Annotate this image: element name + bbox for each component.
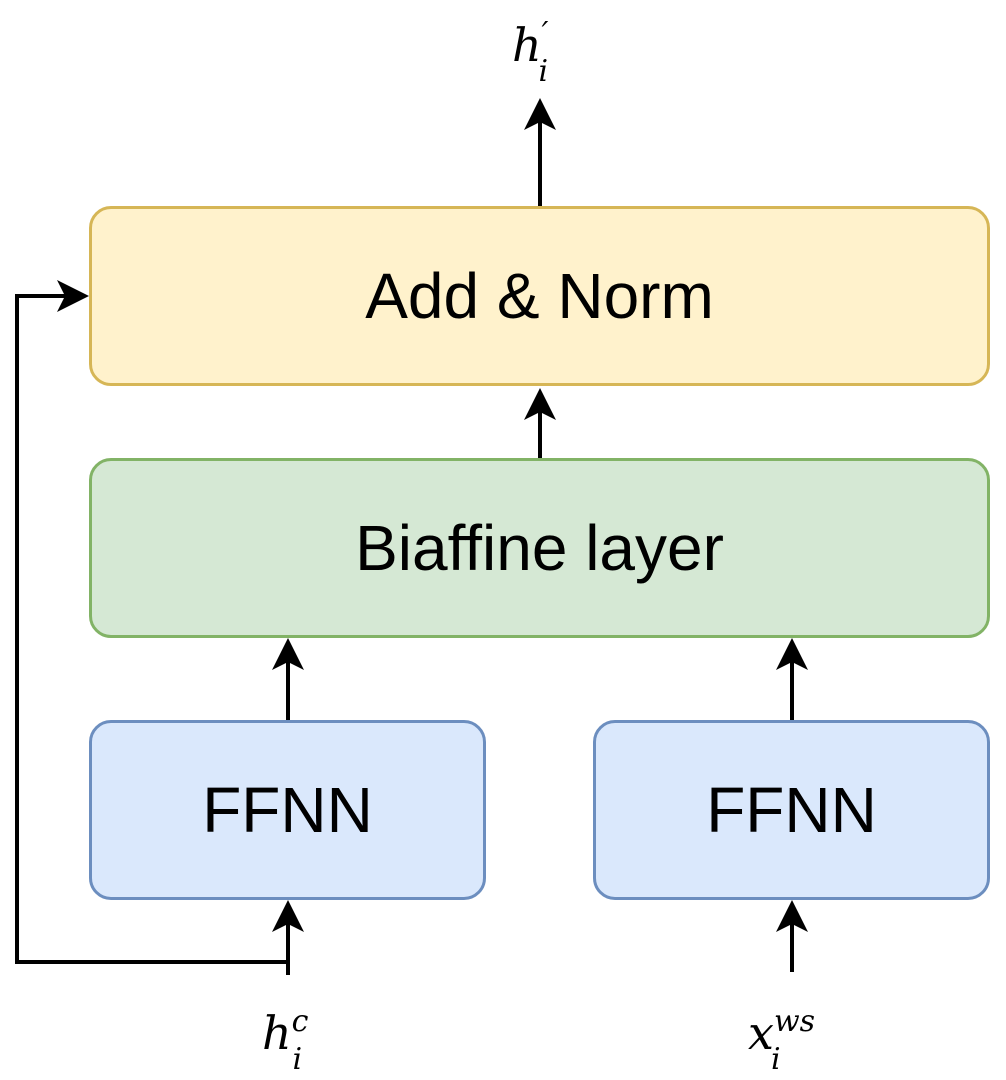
add-norm-block: Add & Norm	[89, 206, 990, 386]
ffnn-left-block: FFNN	[89, 720, 486, 900]
biaffine-layer-block: Biaffine layer	[89, 458, 990, 638]
biaffine-layer-label: Biaffine layer	[355, 512, 724, 584]
input-right-label: xwsi	[748, 1006, 815, 1075]
output-label-base: h	[512, 18, 542, 72]
input-left-label-base: h	[262, 1006, 292, 1060]
arrow-biaffine-to-addnorm	[524, 388, 556, 458]
input-right-label-base: x	[748, 1006, 774, 1060]
input-left-label-sup: c	[291, 1003, 309, 1039]
input-right-label-sub: i	[771, 1042, 781, 1078]
ffnn-left-label: FFNN	[202, 774, 373, 846]
ffnn-right-label: FFNN	[706, 774, 877, 846]
input-left-label: hci	[262, 1006, 308, 1075]
ffnn-right-block: FFNN	[593, 720, 990, 900]
input-right-label-sup: ws	[773, 1003, 816, 1039]
arrow-addnorm-to-output	[524, 98, 556, 206]
output-label: h′i	[512, 18, 548, 87]
input-left-label-sub: i	[292, 1042, 303, 1078]
output-label-sub: i	[538, 54, 549, 90]
add-norm-label: Add & Norm	[365, 260, 714, 332]
arrow-ffnn-left-to-biaffine	[272, 638, 304, 720]
residual-skip-connection	[15, 280, 288, 964]
output-label-sup: ′	[541, 15, 549, 51]
arrow-ffnn-right-to-biaffine	[776, 638, 808, 720]
arrow-input-right-to-ffnn	[776, 900, 808, 972]
arrow-input-left-to-ffnn	[272, 900, 304, 975]
